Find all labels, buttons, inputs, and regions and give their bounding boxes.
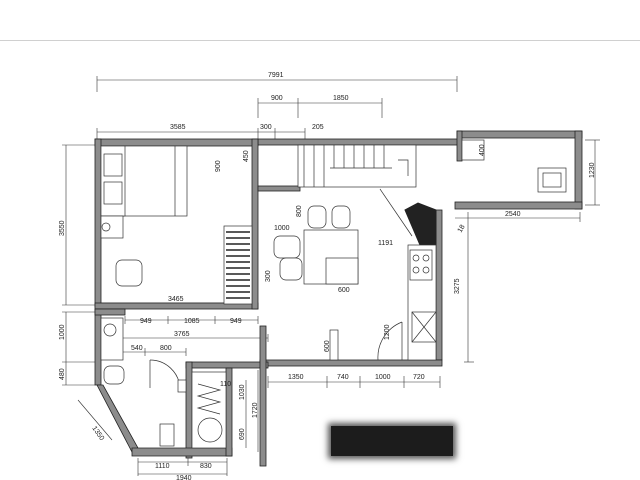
dim-18: 18 <box>457 224 467 234</box>
watermark-stamp <box>331 426 453 456</box>
dim-1000-left: 1000 <box>59 324 66 340</box>
dim-1720: 1720 <box>252 402 259 418</box>
dim-480: 480 <box>59 368 66 380</box>
dim-450: 450 <box>243 150 250 162</box>
dim-1030: 1030 <box>239 384 246 400</box>
top-rule-line <box>0 40 640 41</box>
stairs <box>297 144 417 237</box>
dim-949-b: 949 <box>230 318 242 325</box>
dim-540: 540 <box>131 345 143 352</box>
dim-1000-bottom: 1000 <box>375 374 391 381</box>
dim-690: 690 <box>239 428 246 440</box>
dim-top-205: 205 <box>312 124 324 131</box>
dim-3275: 3275 <box>454 278 461 294</box>
dim-1110: 1110 <box>155 463 170 470</box>
dim-1230: 1230 <box>589 162 596 178</box>
dim-3550: 3550 <box>59 220 66 236</box>
dim-1350-diag: 1350 <box>90 425 105 442</box>
dim-2540: 2540 <box>505 211 521 218</box>
dim-600-door: 600 <box>324 340 331 352</box>
dimension-lines <box>62 76 600 476</box>
dim-900-v: 900 <box>215 160 222 172</box>
dim-400: 400 <box>479 144 486 156</box>
right-wing-fixture <box>461 139 567 193</box>
dim-top-900: 900 <box>271 95 283 102</box>
dim-1191: 1191 <box>378 240 393 247</box>
wardrobe <box>223 225 253 305</box>
dim-830: 830 <box>200 463 212 470</box>
dim-top-3585: 3585 <box>170 124 186 131</box>
dim-3465: 3465 <box>168 296 184 303</box>
dim-110: 110 <box>220 381 231 388</box>
dim-top-1850: 1850 <box>333 95 349 102</box>
dim-1200: 1200 <box>384 324 391 340</box>
dim-740: 740 <box>337 374 349 381</box>
dim-800-mid: 800 <box>160 345 172 352</box>
dim-1940: 1940 <box>176 475 192 480</box>
dim-1085: 1085 <box>184 318 200 325</box>
dim-1350-bottom: 1350 <box>288 374 304 381</box>
bed <box>100 145 188 287</box>
dim-720: 720 <box>413 374 425 381</box>
dining-set <box>273 205 359 285</box>
dim-3765: 3765 <box>174 331 190 338</box>
dim-949-a: 949 <box>140 318 152 325</box>
dim-top-total: 7991 <box>268 72 284 79</box>
kitchen-counter <box>407 244 437 361</box>
dim-top-300: 300 <box>260 124 272 131</box>
doors <box>149 321 403 393</box>
dim-800: 800 <box>296 205 303 217</box>
dim-600: 600 <box>338 287 350 294</box>
dim-300-v: 300 <box>265 270 272 282</box>
dim-1000-living: 1000 <box>274 225 290 232</box>
bathroom-fixtures <box>100 317 227 449</box>
